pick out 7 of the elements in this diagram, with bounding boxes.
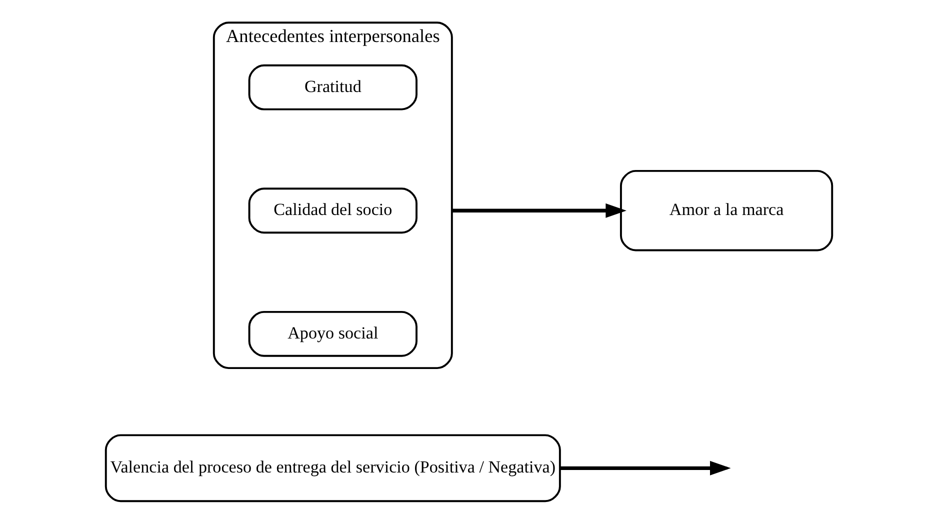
node-box: Amor a la marca [619, 170, 833, 252]
arrow [451, 203, 626, 218]
node-box: Apoyo social [248, 310, 417, 357]
node-box: Calidad del socio [248, 188, 417, 234]
arrow [559, 460, 730, 476]
node-box: Valencia del proceso de entrega del servicio (Positiva / Negativa) [104, 434, 560, 502]
node-box: Gratitud [248, 64, 417, 110]
